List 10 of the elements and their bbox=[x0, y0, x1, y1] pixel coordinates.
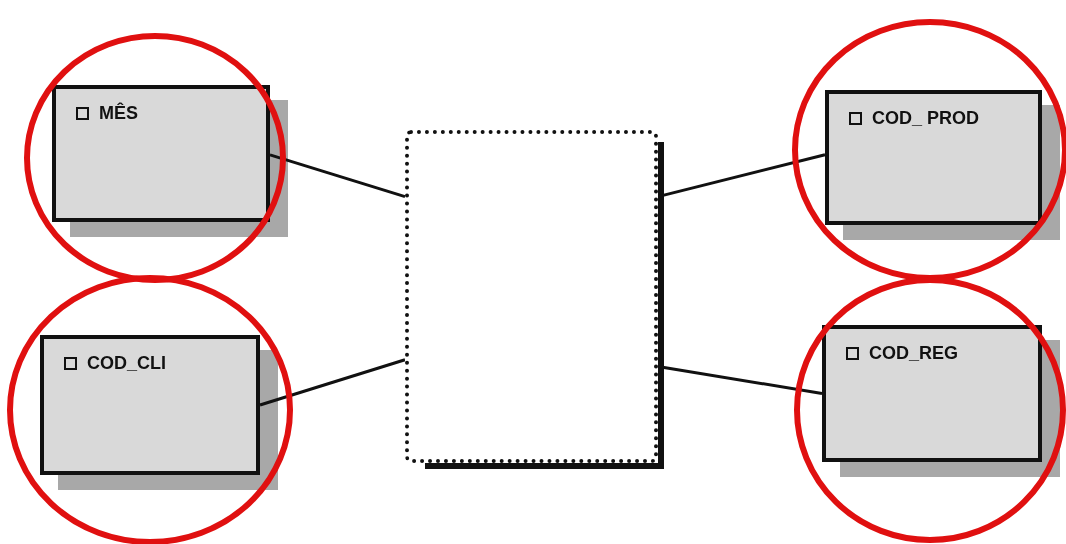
entity-name: MÊS bbox=[99, 103, 138, 124]
entity-name: COD_ PROD bbox=[872, 108, 979, 129]
entity-box bbox=[822, 325, 1042, 462]
connector-line bbox=[259, 358, 406, 407]
entity-name: COD_CLI bbox=[87, 353, 166, 374]
entity-box bbox=[52, 85, 270, 222]
entity-box bbox=[40, 335, 260, 475]
connector-line bbox=[269, 153, 406, 199]
entity-box bbox=[825, 90, 1042, 225]
entity-name: COD_REG bbox=[869, 343, 958, 364]
